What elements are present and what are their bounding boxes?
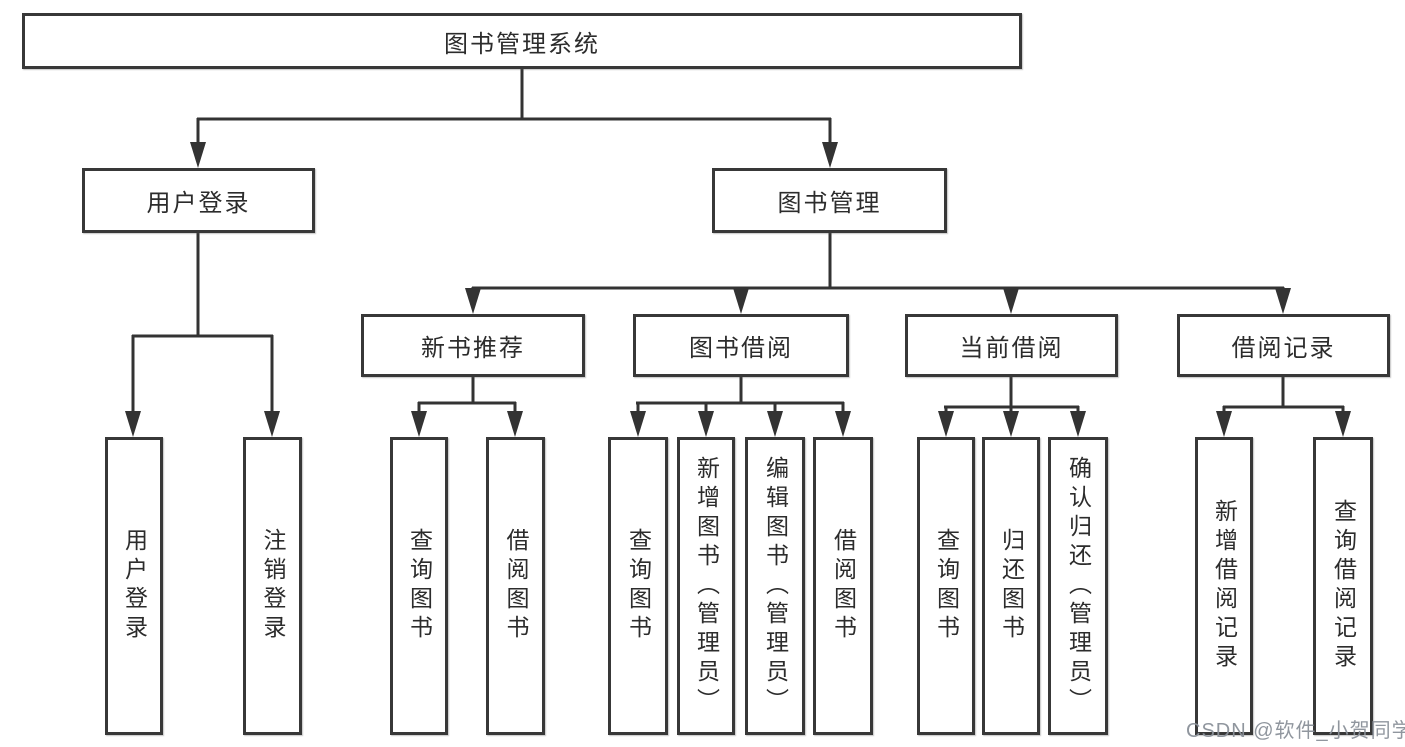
arrowhead-down-icon — [1003, 288, 1019, 314]
node-label: 图书借阅 — [689, 335, 793, 362]
node-library-system: 图书管理系统 — [22, 13, 1022, 69]
node-label: 借阅图书 — [503, 528, 529, 644]
csdn-watermark: CSDN @软件_小贺同学 — [1186, 720, 1405, 742]
leaf-add-books-admin: 新增图书（管理员） — [677, 437, 735, 735]
arrowhead-down-icon — [698, 411, 714, 437]
leaf-query-books-current: 查询图书 — [917, 437, 975, 735]
arrowhead-down-icon — [465, 288, 481, 314]
node-label: 当前借阅 — [959, 335, 1064, 362]
node-label: 编辑图书（管理员） — [762, 455, 789, 717]
node-label: 新增图书（管理员） — [693, 455, 720, 717]
leaf-edit-books-admin: 编辑图书（管理员） — [745, 437, 805, 735]
leaf-add-borrow-record: 新增借阅记录 — [1195, 437, 1253, 735]
arrowhead-down-icon — [411, 411, 427, 437]
arrowhead-down-icon — [264, 411, 280, 437]
arrowhead-down-icon — [733, 288, 749, 314]
arrowhead-down-icon — [1275, 288, 1291, 314]
leaf-borrow-books: 借阅图书 — [813, 437, 873, 735]
node-borrow-records: 借阅记录 — [1177, 314, 1390, 377]
node-label: 用户登录 — [121, 528, 148, 644]
node-label: 确认归还（管理员） — [1065, 455, 1092, 717]
node-label: 新书推荐 — [421, 335, 525, 362]
node-user-login: 用户登录 — [82, 168, 315, 233]
arrowhead-down-icon — [1335, 411, 1351, 437]
leaf-borrow-books-recommend: 借阅图书 — [486, 437, 545, 735]
leaf-logout: 注销登录 — [243, 437, 302, 735]
arrowhead-down-icon — [1216, 411, 1232, 437]
node-label: 查询图书 — [625, 528, 652, 644]
leaf-return-books: 归还图书 — [982, 437, 1040, 735]
node-label: 查询图书 — [406, 528, 433, 644]
node-label: 查询图书 — [933, 528, 960, 644]
leaf-confirm-return-admin: 确认归还（管理员） — [1048, 437, 1108, 735]
node-current-borrow: 当前借阅 — [905, 314, 1118, 377]
node-label: 查询借阅记录 — [1330, 499, 1357, 673]
arrowhead-down-icon — [630, 411, 646, 437]
arrowhead-down-icon — [938, 411, 954, 437]
node-new-book-recommend: 新书推荐 — [361, 314, 585, 377]
node-label: 新增借阅记录 — [1211, 499, 1238, 673]
node-label: 图书管理 — [777, 190, 882, 217]
arrowhead-down-icon — [835, 411, 851, 437]
node-book-management: 图书管理 — [712, 168, 947, 233]
node-label: 用户登录 — [146, 190, 251, 217]
node-book-borrow: 图书借阅 — [633, 314, 849, 377]
node-label: 图书管理系统 — [444, 30, 600, 58]
arrowhead-down-icon — [507, 411, 523, 437]
node-label: 归还图书 — [998, 528, 1025, 644]
arrowhead-down-icon — [822, 142, 838, 168]
leaf-user-login: 用户登录 — [105, 437, 163, 735]
leaf-query-books-borrow: 查询图书 — [608, 437, 668, 735]
node-label: 注销登录 — [260, 528, 286, 644]
arrowhead-down-icon — [1003, 411, 1019, 437]
arrowhead-down-icon — [767, 411, 783, 437]
node-label: 借阅图书 — [830, 528, 857, 644]
arrowhead-down-icon — [1070, 411, 1086, 437]
arrowhead-down-icon — [125, 411, 141, 437]
leaf-query-books-recommend: 查询图书 — [390, 437, 448, 735]
arrowhead-down-icon — [190, 142, 206, 168]
node-label: 借阅记录 — [1231, 335, 1336, 362]
leaf-query-borrow-record: 查询借阅记录 — [1313, 437, 1373, 735]
